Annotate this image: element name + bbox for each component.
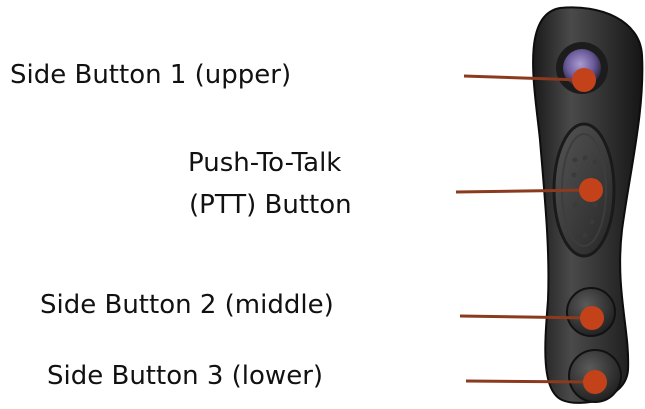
- label-ptt-line-2: (PTT) Button: [189, 190, 352, 220]
- leader-line-ptt: [455, 188, 591, 194]
- label-side-button-3: Side Button 3 (lower): [47, 361, 324, 391]
- leader-line-side-button-1: [463, 74, 583, 82]
- callout-dot-ptt: [579, 178, 603, 202]
- callout-dot-side-button-1: [572, 68, 596, 92]
- label-ptt-line-1: Push-To-Talk: [188, 148, 342, 178]
- callout-dot-side-button-3: [583, 370, 607, 394]
- leader-line-side-button-2: [459, 314, 593, 320]
- label-side-button-2: Side Button 2 (middle): [40, 290, 334, 320]
- leader-line-side-button-3: [465, 379, 595, 384]
- callout-dot-side-button-2: [580, 306, 604, 330]
- label-side-button-1: Side Button 1 (upper): [10, 60, 292, 90]
- ptt-grip-dots: [571, 155, 599, 238]
